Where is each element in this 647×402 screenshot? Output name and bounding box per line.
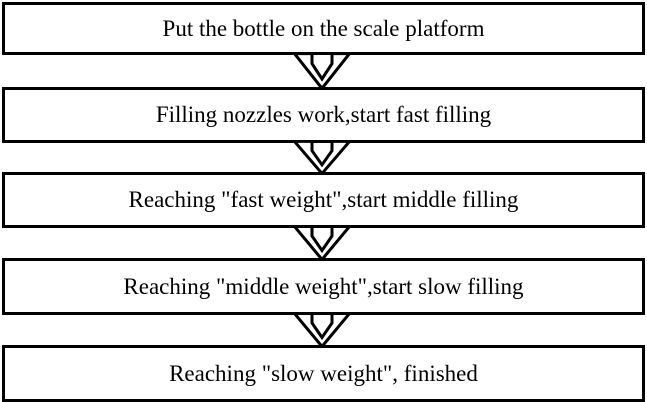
flow-step-2: Filling nozzles work,start fast filling [2,87,645,143]
flow-step-3-label: Reaching "fast weight",start middle fill… [128,187,519,212]
flow-step-1-label: Put the bottle on the scale platform [162,15,485,41]
down-arrow-icon [293,52,351,90]
flow-step-1: Put the bottle on the scale platform [2,2,645,55]
flow-step-2-label: Filling nozzles work,start fast filling [155,102,492,127]
flow-step-5-label: Reaching "slow weight", finished [169,360,478,386]
down-arrow-icon [293,225,351,261]
flow-step-4-label: Reaching "middle weight",start slow fill… [123,273,524,299]
down-arrow-icon [293,312,351,348]
flow-step-4: Reaching "middle weight",start slow fill… [2,258,645,315]
down-arrow-icon [293,140,351,175]
flow-step-3: Reaching "fast weight",start middle fill… [2,172,645,228]
flow-step-5: Reaching "slow weight", finished [2,345,645,402]
